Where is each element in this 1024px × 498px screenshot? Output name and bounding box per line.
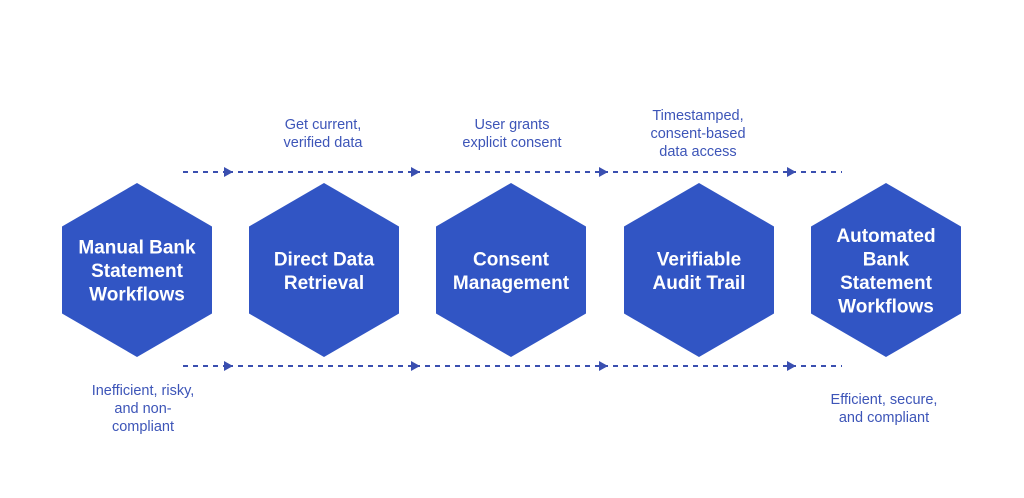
arrowhead-icon — [599, 361, 608, 371]
bottom-note-2: Efficient, secure, and compliant — [831, 392, 938, 426]
hexagon-shape — [62, 183, 212, 357]
step-label-line: Automated — [836, 226, 935, 247]
note-line: Timestamped, — [652, 108, 743, 124]
note-line: and non- — [114, 401, 171, 417]
note-line: Efficient, secure, — [831, 392, 938, 408]
bottom-connector-rail — [183, 361, 842, 371]
note-line: and compliant — [839, 410, 929, 426]
step-label-line: Retrieval — [284, 273, 364, 294]
annotation-notes: Get current, verified data User grants expl… — [92, 108, 938, 435]
arrowhead-icon — [599, 167, 608, 177]
step-label-line: Audit Trail — [653, 273, 746, 294]
hexagon-shape — [811, 183, 961, 357]
step-label-line: Direct Data — [274, 249, 375, 270]
arrowhead-icon — [224, 361, 233, 371]
note-line: verified data — [284, 135, 364, 151]
note-line: data access — [659, 144, 736, 160]
step-label-line: Consent — [473, 249, 550, 270]
note-line: consent-based — [650, 126, 745, 142]
step-label-line: Management — [453, 273, 570, 294]
step-label-line: Manual Bank — [78, 238, 196, 259]
arrowhead-icon — [787, 167, 796, 177]
hexagon-shape — [436, 183, 586, 357]
step-label-line: Workflows — [89, 285, 185, 306]
arrowhead-icon — [787, 361, 796, 371]
arrowhead-icon — [411, 167, 420, 177]
note-line: Inefficient, risky, — [92, 383, 195, 399]
step-label-line: Statement — [840, 273, 933, 294]
top-connector-rail — [183, 167, 842, 177]
step-label-line: Verifiable — [657, 249, 742, 270]
step-label-line: Statement — [91, 261, 184, 282]
step-label-line: Bank — [863, 249, 910, 270]
step-label-line: Workflows — [838, 296, 934, 317]
top-note-3: Timestamped, consent-based data access — [650, 108, 745, 160]
top-note-1: Get current, verified data — [284, 117, 364, 151]
top-note-2: User grants explicit consent — [462, 117, 561, 151]
note-line: explicit consent — [462, 135, 561, 151]
note-line: compliant — [112, 419, 174, 435]
bottom-note-1: Inefficient, risky, and non-compliant — [92, 383, 195, 435]
arrowhead-icon — [411, 361, 420, 371]
hexagon-shape — [249, 183, 399, 357]
note-line: User grants — [475, 117, 550, 133]
hexagon-shape — [624, 183, 774, 357]
arrowhead-icon — [224, 167, 233, 177]
note-line: Get current, — [285, 117, 362, 133]
connector-lines — [183, 167, 842, 371]
